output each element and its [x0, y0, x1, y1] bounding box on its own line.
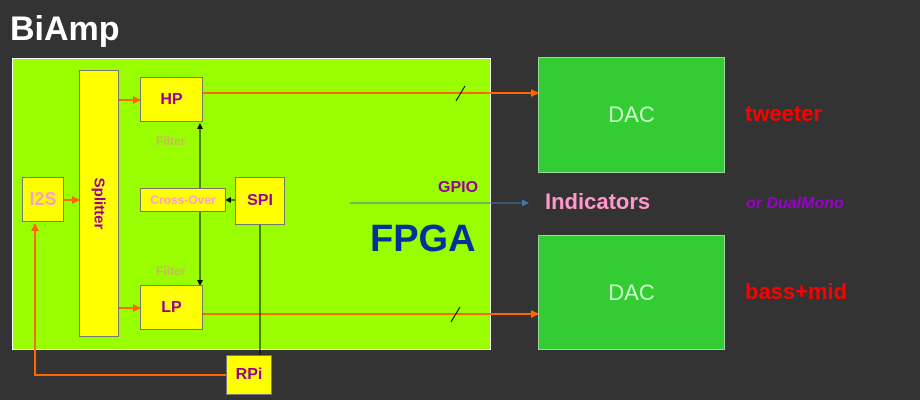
crossover-block: Cross-Over — [140, 188, 226, 212]
indicators-label: Indicators — [545, 189, 651, 214]
diagram-title: BiAmp — [10, 10, 120, 48]
filter-label-bottom: Filter — [156, 264, 186, 278]
rpi-block: RPi — [226, 355, 272, 395]
splitter-block: Splitter — [79, 70, 119, 337]
hp-filter-block: HP — [140, 77, 203, 122]
lp-filter-block: LP — [140, 285, 203, 330]
fpga-label: FPGA — [370, 218, 476, 260]
splitter-label: Splitter — [90, 177, 108, 230]
arrow-rpi-i2s — [31, 223, 226, 376]
i2s-block: I2S — [22, 177, 64, 222]
bass-mid-label: bass+mid — [745, 279, 848, 304]
gpio-label: GPIO — [438, 179, 479, 196]
dac-bottom-block: DAC — [538, 235, 725, 350]
spi-block: SPI — [235, 177, 285, 225]
bus-slash-top — [455, 85, 466, 102]
dac-top-block: DAC — [538, 57, 725, 173]
bus-slash-bottom — [450, 306, 461, 323]
dual-mono-label: or DualMono — [746, 195, 844, 212]
filter-label-top: Filter — [156, 134, 186, 148]
tweeter-label: tweeter — [745, 101, 823, 126]
